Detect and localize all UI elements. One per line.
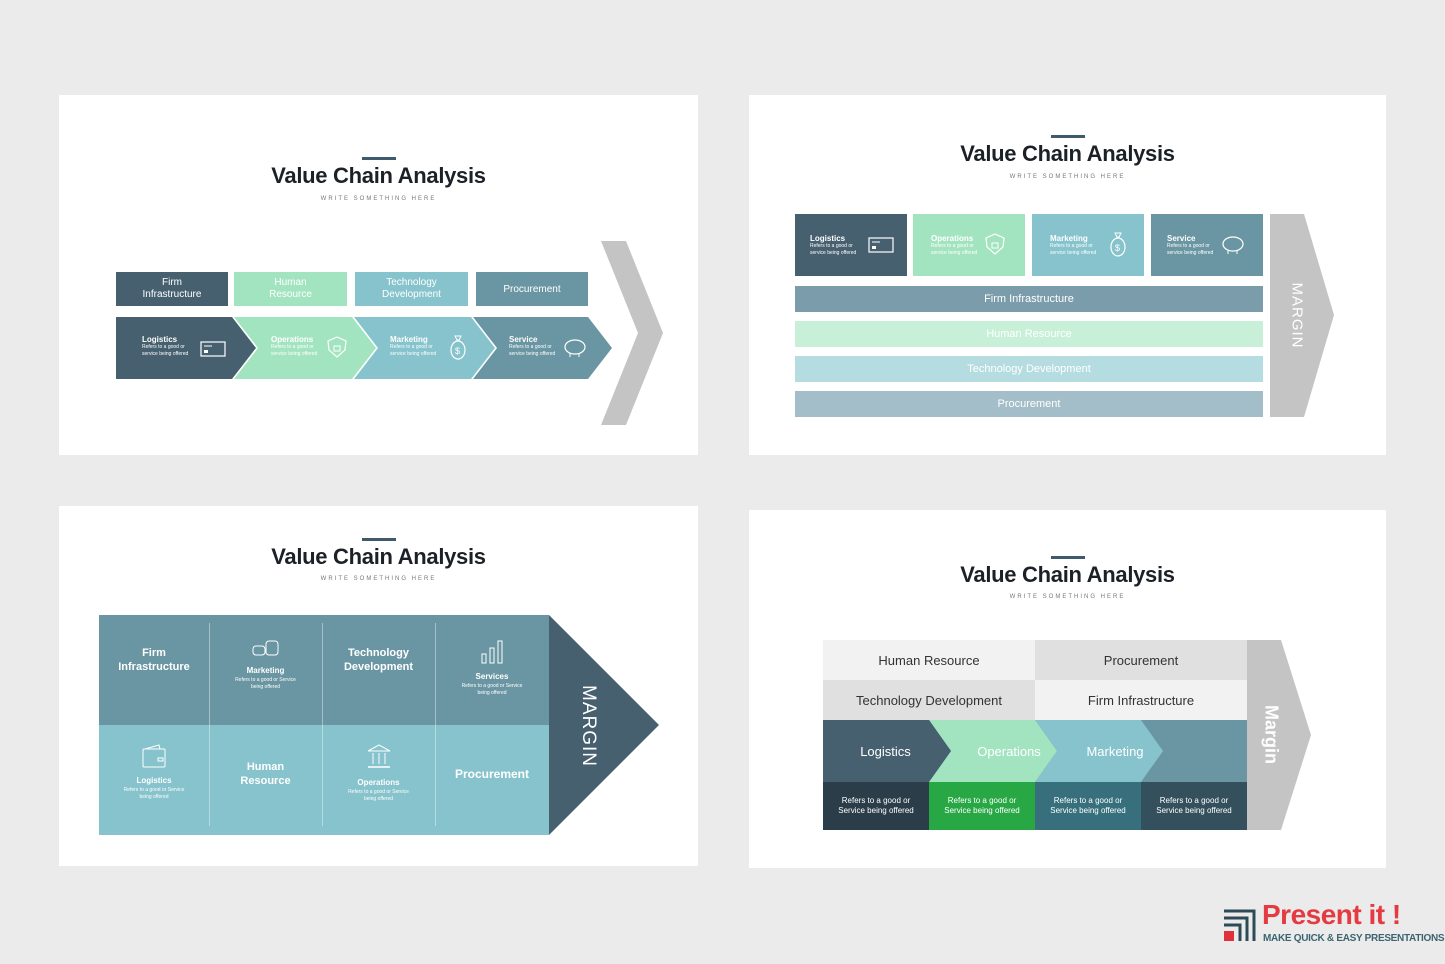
chevron-logistics bbox=[116, 317, 256, 379]
title-accent-bar bbox=[1050, 556, 1085, 559]
coins-icon bbox=[251, 639, 281, 657]
primary-marketing: Marketing Refers to a good or service be… bbox=[390, 335, 437, 357]
support-human-resource: Human Resource bbox=[795, 321, 1263, 347]
primary-logistics: Logistics Refers to a good or service be… bbox=[142, 335, 189, 357]
margin-arrow bbox=[549, 615, 659, 835]
title-accent-bar bbox=[361, 157, 396, 160]
primary-logistics: Logistics bbox=[860, 743, 911, 759]
margin-label: MARGIN bbox=[1288, 282, 1306, 349]
desc-operations: Refers to a good or Service being offere… bbox=[929, 782, 1035, 830]
slide-2: Value Chain Analysis WRITE SOMETHING HER… bbox=[749, 95, 1386, 455]
piggy-bank-icon bbox=[1221, 235, 1247, 255]
cell-human-resource: Human Resource bbox=[240, 761, 291, 788]
margin-arrow bbox=[1247, 640, 1311, 830]
cell-technology-development: Technology Development bbox=[343, 647, 414, 674]
slide-3: Value Chain Analysis WRITE SOMETHING HER… bbox=[59, 506, 698, 866]
primary-service: Service Refers to a good or service bein… bbox=[509, 335, 556, 357]
money-bag-icon: $ bbox=[450, 334, 466, 360]
divider bbox=[322, 623, 323, 826]
chevron-service bbox=[473, 317, 612, 379]
divider bbox=[435, 623, 436, 826]
margin-label: MARGIN bbox=[578, 685, 599, 767]
brand-tagline: MAKE QUICK & EASY PRESENTATIONS bbox=[1263, 933, 1445, 944]
divider bbox=[209, 623, 210, 826]
margin-arrow bbox=[601, 241, 663, 425]
primary-marketing: Marketing bbox=[1086, 743, 1144, 759]
cell-procurement: Procurement bbox=[454, 767, 530, 781]
slide-title: Value Chain Analysis bbox=[271, 544, 486, 569]
desc-logistics: Refers to a good or Service being offere… bbox=[823, 782, 929, 830]
support-human-resource: Human Resource bbox=[823, 640, 1035, 680]
desc-marketing: Refers to a good or Service being offere… bbox=[1035, 782, 1141, 830]
bank-icon bbox=[365, 743, 393, 771]
support-human-resource: Human Resource bbox=[234, 272, 347, 306]
slide-subtitle: WRITE SOMETHING HERE bbox=[1009, 594, 1126, 600]
chevron-logistics bbox=[823, 720, 951, 782]
cell-services: Services Refers to a good or Service bei… bbox=[435, 639, 549, 696]
bar-chart-icon bbox=[480, 639, 504, 665]
support-firm-infrastructure: Firm Infrastructure bbox=[1035, 680, 1247, 720]
chevron-operations bbox=[234, 317, 376, 379]
credit-card-icon bbox=[868, 237, 894, 253]
primary-operations: Operations bbox=[977, 743, 1041, 759]
grid-top-row bbox=[99, 615, 549, 725]
credit-card-icon bbox=[200, 341, 226, 357]
support-technology-development: Technology Development bbox=[795, 356, 1263, 382]
chevron-service bbox=[1141, 720, 1247, 782]
shield-lock-icon bbox=[327, 336, 347, 358]
brand-logo-icon bbox=[1224, 909, 1256, 941]
slide-subtitle: WRITE SOMETHING HERE bbox=[320, 576, 437, 582]
cell-operations: Operations Refers to a good or Service b… bbox=[322, 743, 435, 802]
support-procurement: Procurement bbox=[1035, 640, 1247, 680]
shield-lock-icon bbox=[985, 233, 1005, 255]
title-accent-bar bbox=[361, 538, 396, 541]
primary-chevrons bbox=[823, 720, 1247, 782]
chevron-marketing bbox=[1035, 720, 1163, 782]
slide-subtitle: WRITE SOMETHING HERE bbox=[1009, 174, 1126, 180]
margin-arrow bbox=[1270, 214, 1334, 417]
primary-operations: Operations Refers to a good or service b… bbox=[271, 335, 318, 357]
title-accent-bar bbox=[1050, 135, 1085, 138]
cell-marketing: Marketing Refers to a good or Service be… bbox=[209, 639, 322, 690]
support-technology-development: Technology Development bbox=[823, 680, 1035, 720]
support-firm-infrastructure: Firm Infrastructure bbox=[116, 272, 228, 306]
svg-text:$: $ bbox=[455, 346, 460, 356]
slide-1: Value Chain Analysis WRITE SOMETHING HER… bbox=[59, 95, 698, 455]
slide-title: Value Chain Analysis bbox=[960, 141, 1175, 166]
brand-name: Present it ! bbox=[1262, 899, 1401, 930]
cell-firm-infrastructure: Firm Infrastructure bbox=[118, 647, 190, 674]
support-firm-infrastructure: Firm Infrastructure bbox=[795, 286, 1263, 312]
slide-title: Value Chain Analysis bbox=[271, 163, 486, 188]
piggy-bank-icon bbox=[563, 338, 589, 358]
primary-chevrons bbox=[116, 317, 612, 379]
slide-title: Value Chain Analysis bbox=[960, 562, 1175, 587]
slide-4: Value Chain Analysis WRITE SOMETHING HER… bbox=[749, 510, 1386, 868]
cell-logistics: Logistics Refers to a good or Service be… bbox=[99, 743, 209, 800]
chevron-marketing bbox=[354, 317, 495, 379]
support-procurement: Procurement bbox=[795, 391, 1263, 417]
grid-bottom-row bbox=[99, 725, 549, 835]
money-bag-icon: $ bbox=[1110, 231, 1126, 257]
brand-logo: Present it ! MAKE QUICK & EASY PRESENTAT… bbox=[1222, 899, 1445, 945]
slide-subtitle: WRITE SOMETHING HERE bbox=[320, 196, 437, 202]
chevron-operations bbox=[929, 720, 1057, 782]
desc-service: Refers to a good or Service being offere… bbox=[1141, 782, 1247, 830]
support-technology-development: Technology Development bbox=[355, 272, 468, 306]
wallet-icon bbox=[141, 743, 167, 769]
margin-label: Margin bbox=[1261, 704, 1282, 764]
support-procurement: Procurement bbox=[476, 272, 588, 306]
svg-text:$: $ bbox=[1115, 243, 1120, 253]
